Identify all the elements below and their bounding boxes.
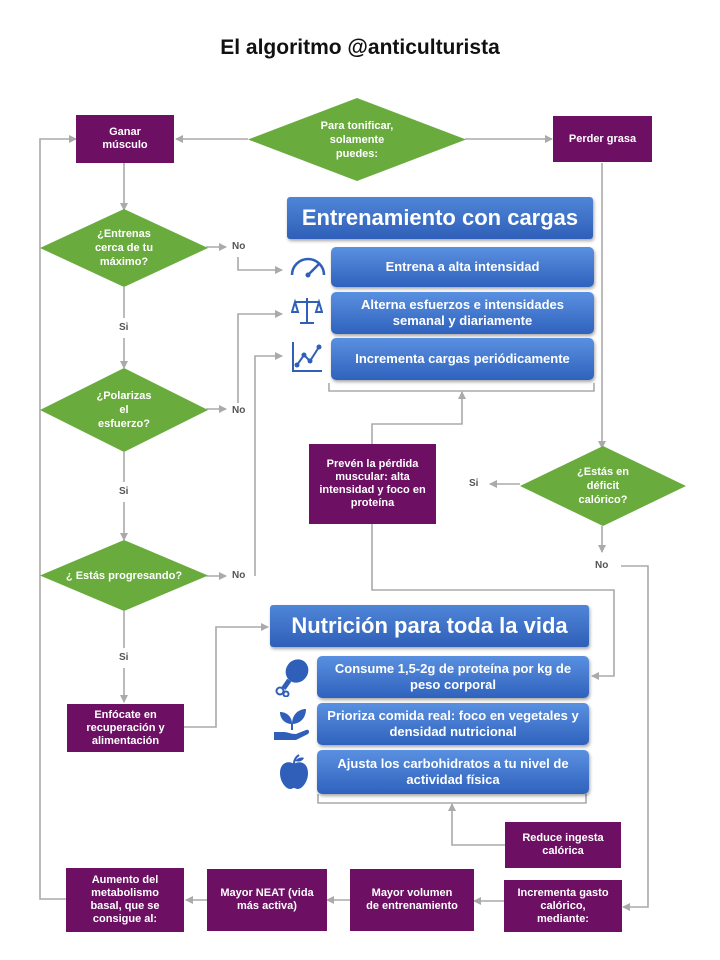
- lose-fat-box: Perder grasa: [553, 116, 652, 162]
- start-question-diamond: Para tonificar, solamente puedes:: [248, 98, 466, 181]
- basal-metabolism-box: Aumento del metabolismo basal, que se co…: [66, 868, 184, 932]
- nutrition-header: Nutrición para toda la vida: [270, 605, 589, 647]
- training-item: Alterna esfuerzos e intensidades semanal…: [331, 292, 594, 334]
- si-label-deficit: Si: [469, 478, 479, 489]
- plant-in-hand-icon: [274, 709, 310, 740]
- gain-muscle-box: Ganar músculo: [76, 115, 174, 163]
- line-chart-icon: [292, 342, 322, 372]
- question-progress-diamond: ¿ Estás progresando?: [40, 540, 208, 611]
- training-header: Entrenamiento con cargas: [287, 197, 593, 239]
- drumstick-icon: [275, 659, 309, 697]
- no-label-polar: No: [232, 405, 246, 416]
- nutrition-item: Consume 1,5-2g de proteína por kg de pes…: [317, 656, 589, 698]
- speedometer-icon: [290, 257, 326, 278]
- question-max-diamond: ¿Entrenas cerca de tu máximo?: [40, 209, 208, 287]
- si-label-progress: Si: [119, 652, 129, 663]
- training-item: Entrena a alta intensidad: [331, 247, 594, 287]
- recovery-box: Enfócate en recuperación y alimentación: [67, 704, 184, 752]
- training-item: Incrementa cargas periódicamente: [331, 338, 594, 380]
- question-polar-diamond: ¿Polarizas el esfuerzo?: [40, 368, 208, 452]
- prevent-loss-box: Prevén la pérdida muscular: alta intensi…: [309, 444, 436, 524]
- question-progress-text: ¿ Estás progresando?: [65, 569, 183, 582]
- balance-scale-icon: [291, 298, 323, 324]
- neat-box: Mayor NEAT (vida más activa): [207, 869, 327, 931]
- nutrition-item: Prioriza comida real: foco en vegetales …: [317, 703, 589, 745]
- apple-icon: [280, 754, 308, 789]
- si-label-max: Si: [119, 322, 129, 333]
- no-label-max: No: [232, 241, 246, 252]
- start-question-text: Para tonificar, solamente puedes:: [320, 119, 394, 160]
- no-label-progress: No: [232, 570, 246, 581]
- training-volume-box: Mayor volumen de entrenamiento: [350, 869, 474, 931]
- question-deficit-text: ¿Estás en déficit calórico?: [577, 466, 629, 506]
- reduce-intake-box: Reduce ingesta calórica: [505, 822, 621, 868]
- question-deficit-diamond: ¿Estás en déficit calórico?: [520, 446, 686, 526]
- no-label-deficit: No: [595, 560, 609, 571]
- question-polar-text: ¿Polarizas el esfuerzo?: [96, 390, 152, 430]
- question-max-text: ¿Entrenas cerca de tu máximo?: [94, 228, 154, 268]
- nutrition-item: Ajusta los carbohidratos a tu nivel de a…: [317, 750, 589, 794]
- si-label-polar: Si: [119, 486, 129, 497]
- page-title: El algoritmo @anticulturista: [220, 36, 500, 59]
- increase-expenditure-box: Incrementa gasto calórico, mediante:: [504, 880, 622, 932]
